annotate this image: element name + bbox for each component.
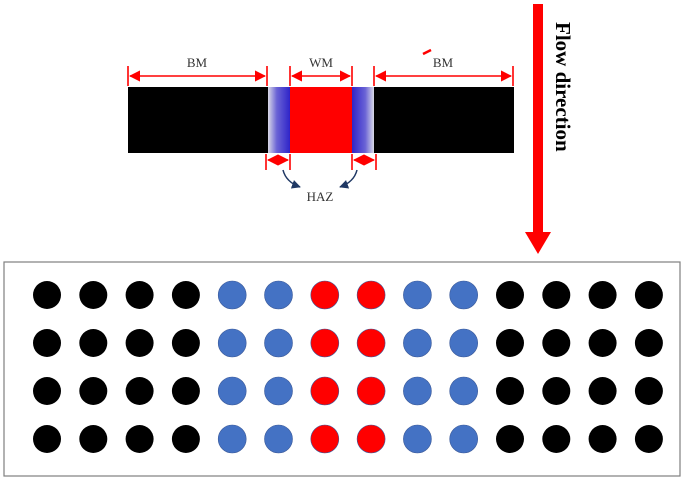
dot-black: [496, 281, 524, 309]
dot-black: [542, 329, 571, 357]
dot-blue: [449, 280, 479, 310]
label-haz: HAZ: [307, 189, 334, 204]
dot-red: [356, 328, 386, 358]
dot-black: [171, 329, 200, 357]
dot-black: [171, 281, 200, 309]
dot-black: [33, 329, 61, 357]
dot-black: [496, 425, 524, 453]
dot-blue: [264, 328, 293, 358]
dimension-arrows-haz: [265, 154, 377, 170]
dot-red: [356, 424, 386, 454]
stray-red-tick: [422, 48, 432, 56]
dot-black: [542, 281, 571, 309]
dot-black: [542, 425, 571, 453]
dot-blue: [217, 280, 247, 310]
dot-black: [79, 329, 108, 357]
dot-black: [634, 281, 663, 309]
dot-grid: [33, 280, 663, 454]
base-metal-left-block: [128, 87, 268, 153]
label-bm-left: BM: [187, 55, 208, 70]
dimension-arrows-top: [127, 66, 514, 86]
dot-red: [310, 424, 340, 454]
dot-black: [79, 281, 108, 309]
weld-metal-block: [290, 87, 352, 153]
dot-black: [634, 425, 663, 453]
dot-red: [356, 280, 386, 310]
haz-right-block: [352, 87, 374, 153]
haz-left-block: [268, 87, 290, 153]
dot-red: [310, 376, 340, 406]
haz-pointer-left: [282, 169, 301, 189]
weld-cross-section: [128, 87, 514, 153]
dot-red: [310, 328, 340, 358]
dot-blue: [264, 424, 293, 454]
dot-black: [588, 377, 617, 405]
base-metal-right-block: [374, 87, 514, 153]
dot-blue: [217, 328, 247, 358]
dot-black: [171, 377, 200, 405]
dot-blue: [403, 424, 432, 454]
dot-black: [634, 329, 663, 357]
dot-black: [33, 425, 61, 453]
label-wm: WM: [309, 55, 333, 70]
dot-blue: [264, 376, 293, 406]
dot-black: [125, 425, 154, 453]
haz-pointers: [282, 169, 358, 189]
dot-black: [496, 329, 524, 357]
dot-black: [496, 377, 524, 405]
dot-blue: [449, 424, 479, 454]
dot-red: [356, 376, 386, 406]
dot-blue: [217, 376, 247, 406]
dot-blue: [449, 328, 479, 358]
flow-direction-label: Flow direction: [551, 22, 575, 152]
dot-blue: [217, 424, 247, 454]
dot-blue: [449, 376, 479, 406]
dot-black: [33, 377, 61, 405]
dot-black: [79, 425, 108, 453]
dot-black: [125, 329, 154, 357]
dot-blue: [403, 376, 432, 406]
dot-black: [634, 377, 663, 405]
dot-black: [588, 425, 617, 453]
flow-direction-arrow: [525, 4, 551, 254]
dot-black: [79, 377, 108, 405]
dot-black: [125, 377, 154, 405]
dot-black: [542, 377, 571, 405]
dot-black: [171, 425, 200, 453]
dot-black: [588, 329, 617, 357]
label-bm-right: BM: [433, 55, 454, 70]
haz-pointer-right: [339, 169, 358, 189]
dot-blue: [403, 280, 432, 310]
dot-black: [125, 281, 154, 309]
dot-black: [588, 281, 617, 309]
dot-blue: [403, 328, 432, 358]
dot-black: [33, 281, 61, 309]
dot-red: [310, 280, 340, 310]
dot-blue: [264, 280, 293, 310]
